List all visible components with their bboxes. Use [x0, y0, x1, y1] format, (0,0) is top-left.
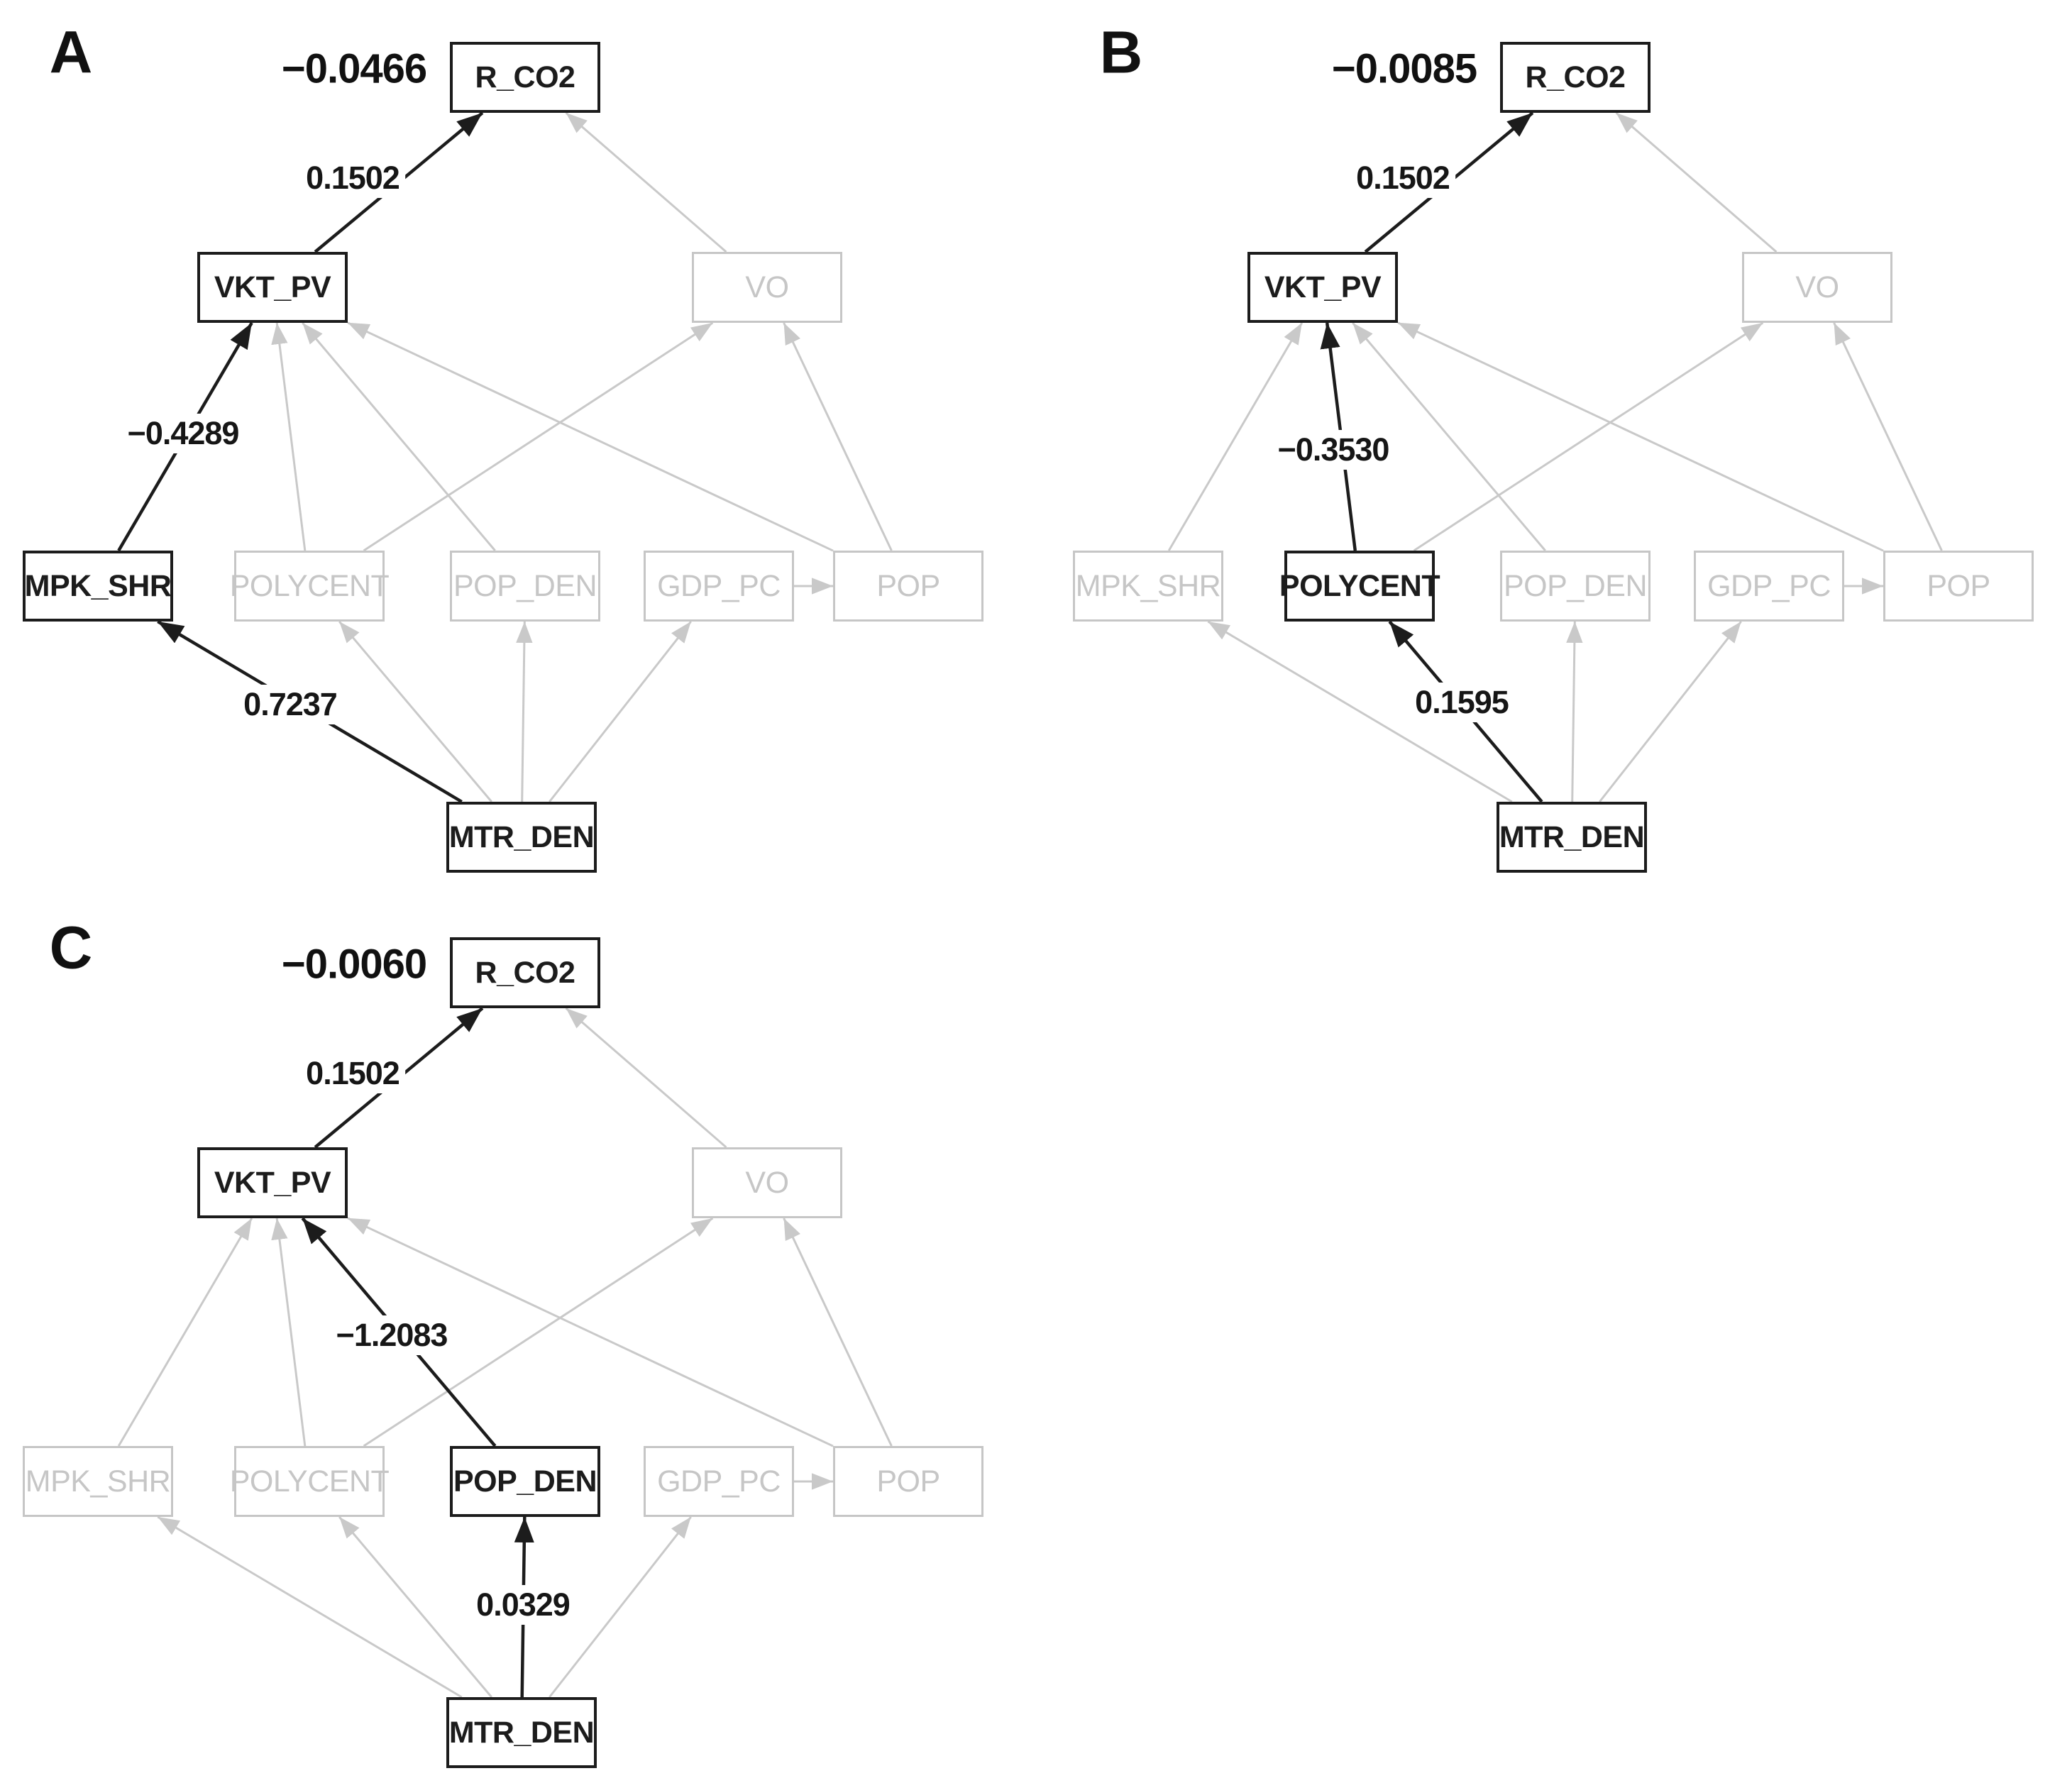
edge-POLYCENT-to-VO-muted — [1413, 321, 1764, 552]
panel-letter: A — [49, 18, 93, 86]
edge-MTR_DEN-to-GDP_PC-muted — [549, 621, 692, 802]
edge-VO-to-R_CO2-muted — [1615, 111, 1778, 253]
edge-POP-to-VO-muted — [783, 322, 893, 551]
edge-VO-to-R_CO2-muted — [565, 111, 727, 253]
edge-POP-to-VO-muted — [1833, 322, 1943, 551]
edge-MTR_DEN-to-POLYCENT-muted — [338, 1516, 492, 1698]
edge-VO-to-R_CO2-muted — [565, 1007, 727, 1149]
edge-POLYCENT-to-VO-muted — [363, 1217, 714, 1447]
edge-POLYCENT-to-VKT_PV-highlighted — [1320, 322, 1357, 551]
edge-POP_DEN-to-VKT_PV-muted — [1352, 322, 1546, 551]
edge-POP-to-VKT_PV-muted — [347, 321, 834, 552]
edge-MTR_DEN-to-POLYCENT-muted — [338, 621, 492, 802]
edge-MPK_SHR-to-VKT_PV-muted — [117, 1218, 253, 1447]
edge-MPK_SHR-to-VKT_PV-highlighted — [117, 321, 253, 552]
panel-b-edges — [1167, 111, 1943, 803]
panel-letter: B — [1099, 18, 1143, 86]
total-effect-value: −0.0466 — [281, 45, 427, 92]
edge-MTR_DEN-to-POP_DEN-highlighted — [514, 1516, 534, 1698]
edge-VKT_PV-to-R_CO2-highlighted — [314, 111, 484, 253]
edge-VKT_PV-to-R_CO2-highlighted — [314, 1007, 484, 1149]
edge-POLYCENT-to-VKT_PV-muted — [271, 1218, 307, 1447]
panel-letter: C — [49, 914, 93, 981]
edge-POP-to-VO-muted — [783, 1218, 893, 1447]
edge-MPK_SHR-to-VKT_PV-muted — [1167, 322, 1304, 551]
edge-MTR_DEN-to-MPK_SHR-muted — [1207, 620, 1513, 803]
edge-POP_DEN-to-VKT_PV-muted — [302, 322, 496, 551]
panel-a-edges — [117, 111, 893, 803]
edge-MTR_DEN-to-POP_DEN-muted — [1566, 621, 1583, 802]
edge-POP-to-VKT_PV-muted — [347, 1217, 834, 1447]
total-effect-value: −0.0060 — [281, 941, 427, 988]
edge-MTR_DEN-to-GDP_PC-muted — [549, 1516, 692, 1698]
edge-VKT_PV-to-R_CO2-highlighted — [1364, 111, 1534, 253]
edge-MTR_DEN-to-GDP_PC-muted — [1599, 621, 1742, 802]
edge-POP_DEN-to-VKT_PV-highlighted — [301, 1217, 497, 1447]
edge-MTR_DEN-to-MPK_SHR-muted — [157, 1516, 463, 1699]
panel-c-edges — [117, 1007, 893, 1699]
edge-MTR_DEN-to-POP_DEN-muted — [516, 621, 533, 802]
edge-POP-to-VKT_PV-muted — [1397, 321, 1884, 552]
edge-POLYCENT-to-VKT_PV-muted — [271, 322, 307, 551]
edge-POLYCENT-to-VO-muted — [363, 321, 714, 552]
total-effect-value: −0.0085 — [1331, 45, 1477, 92]
